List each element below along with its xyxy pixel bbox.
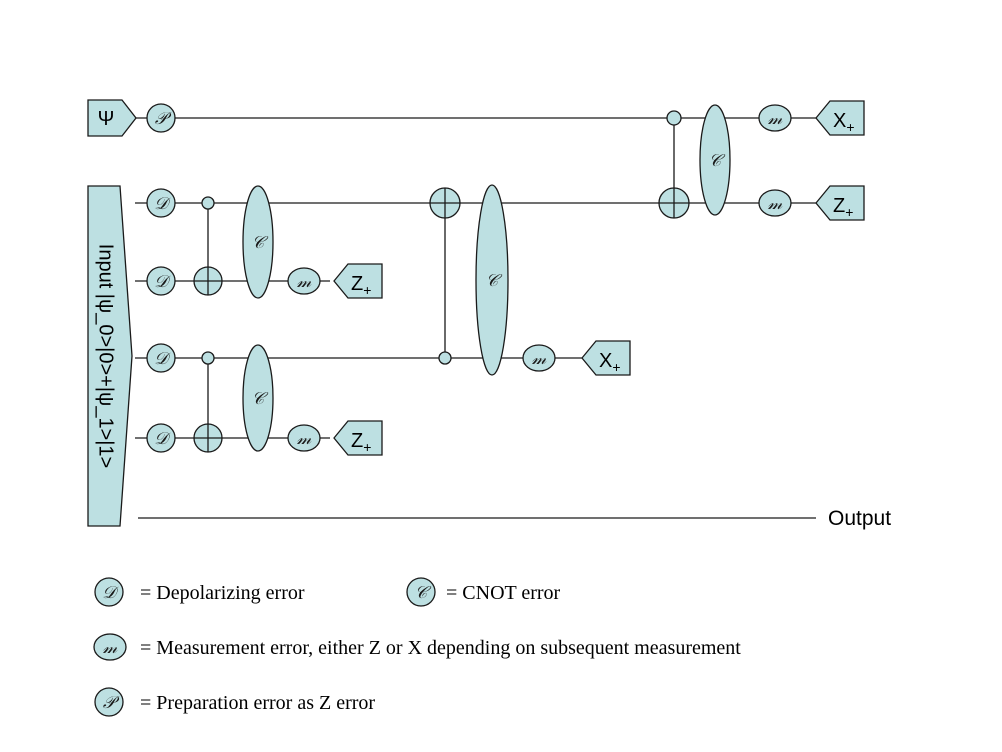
measurement-error-symbol: 𝓂 xyxy=(103,638,118,658)
depolarizing-error-symbol: 𝒟 xyxy=(154,349,171,369)
depolarizing-error-symbol: 𝒟 xyxy=(154,429,171,449)
svg-text:X+: X+ xyxy=(833,110,855,135)
cnot-control-dot xyxy=(201,196,215,210)
depolarizing-error-symbol: 𝒟 xyxy=(102,583,119,603)
cnot-control-dot xyxy=(438,351,452,365)
measurement-basis: X xyxy=(599,350,612,372)
measurement-basis: Z xyxy=(833,195,845,217)
measurement-error-symbol: 𝓂 xyxy=(768,109,783,129)
psi-input-state: Ψ xyxy=(87,99,137,137)
measurement-sign: + xyxy=(846,119,854,135)
legend-preparation: 𝒫 = Preparation error as Z error xyxy=(94,687,375,717)
cnot-control-dot xyxy=(201,351,215,365)
measurement-error-gate: 𝓂 xyxy=(522,344,556,372)
measurement-error-gate: 𝓂 xyxy=(287,424,321,452)
measurement-error-symbol: 𝓂 xyxy=(532,349,547,369)
cnot-gate xyxy=(193,196,223,296)
encoded-input-label: Input |ψ_0>|0>+|ψ_1>|1> xyxy=(95,244,117,468)
measurement-error-gate: 𝓂 xyxy=(758,104,792,132)
cnot-target xyxy=(193,423,223,453)
svg-text:Z+: Z+ xyxy=(351,273,371,298)
svg-text:Z+: Z+ xyxy=(351,430,371,455)
cnot-control-dot xyxy=(666,110,682,126)
cnot-target xyxy=(658,187,690,219)
legend-depolarizing-text: = Depolarizing error xyxy=(140,582,305,604)
measurement-basis: X xyxy=(833,110,846,132)
cnot-target xyxy=(193,266,223,296)
svg-text:X+: X+ xyxy=(599,350,621,375)
output-label: Output xyxy=(828,507,891,530)
z-measurement: Z+ xyxy=(815,185,865,221)
legend-depolarizing: 𝒟 = Depolarizing error xyxy=(94,577,305,607)
cnot-gate xyxy=(193,351,223,453)
cnot-error-gate: 𝒞 xyxy=(699,104,731,216)
depolarizing-error-gate: 𝒟 xyxy=(146,188,176,218)
depolarizing-error-gate: 𝒟 xyxy=(146,423,176,453)
z-measurement: Z+ xyxy=(333,263,383,299)
legend-cnot: 𝒞 = CNOT error xyxy=(406,577,561,607)
cnot-gate xyxy=(429,187,461,365)
cnot-error-gate: 𝒞 xyxy=(242,344,274,452)
legend-preparation-text: = Preparation error as Z error xyxy=(140,692,375,714)
cnot-target xyxy=(429,187,461,219)
x-measurement: X+ xyxy=(815,100,865,136)
cnot-error-gate: 𝒞 xyxy=(475,184,509,376)
svg-text:Z+: Z+ xyxy=(833,195,853,220)
measurement-error-gate: 𝓂 xyxy=(758,189,792,217)
measurement-basis: Z xyxy=(351,273,363,295)
cnot-error-gate: 𝒞 xyxy=(242,185,274,299)
measurement-sign: + xyxy=(845,204,853,220)
legend-cnot-text: = CNOT error xyxy=(446,582,561,604)
legend-measurement-text: = Measurement error, either Z or X depen… xyxy=(140,637,741,659)
z-measurement: Z+ xyxy=(333,420,383,456)
measurement-error-symbol: 𝓂 xyxy=(297,272,312,292)
measurement-sign: + xyxy=(363,282,371,298)
depolarizing-error-gate: 𝒟 xyxy=(146,266,176,296)
depolarizing-error-gate: 𝒟 xyxy=(146,343,176,373)
legend-measurement: 𝓂 = Measurement error, either Z or X dep… xyxy=(93,633,741,661)
measurement-error-gate: 𝓂 xyxy=(287,267,321,295)
measurement-sign: + xyxy=(363,439,371,455)
encoded-input-state: Input |ψ_0>|0>+|ψ_1>|1> xyxy=(87,185,133,527)
measurement-error-symbol: 𝓂 xyxy=(297,429,312,449)
legend: 𝒟 = Depolarizing error 𝒞 = CNOT error 𝓂 … xyxy=(93,577,741,717)
preparation-error-gate: 𝒫 xyxy=(146,103,176,133)
measurement-error-symbol: 𝓂 xyxy=(768,194,783,214)
depolarizing-error-symbol: 𝒟 xyxy=(154,194,171,214)
depolarizing-error-symbol: 𝒟 xyxy=(154,272,171,292)
psi-input-label: Ψ xyxy=(98,108,115,130)
x-measurement: X+ xyxy=(581,340,631,376)
cnot-gate xyxy=(658,110,690,219)
measurement-sign: + xyxy=(612,359,620,375)
measurement-basis: Z xyxy=(351,430,363,452)
